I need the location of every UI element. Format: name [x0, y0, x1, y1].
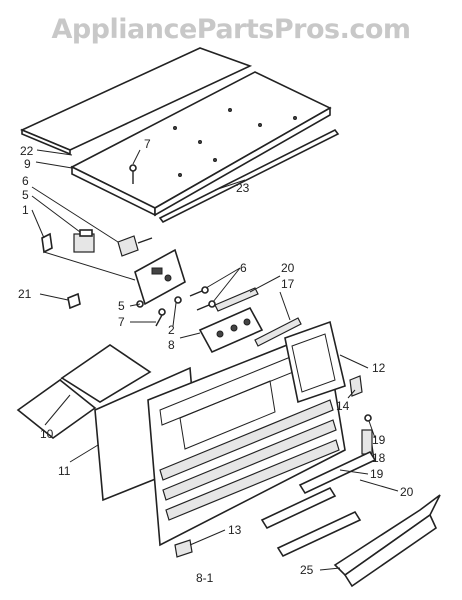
callout-22: 21 — [18, 287, 32, 301]
part-louver-tray — [333, 494, 441, 588]
callout-21: 20 — [281, 261, 295, 275]
callout-23: 22 — [20, 144, 34, 158]
part-grille-frame — [284, 320, 346, 404]
callout-1: 1 — [22, 203, 29, 217]
callout-13: 13 — [228, 523, 242, 537]
callout-4: 6 — [22, 174, 29, 188]
callout-8: 8 — [168, 338, 175, 352]
callout-7-lower: 7 — [118, 315, 125, 329]
callout-10: 10 — [40, 427, 54, 441]
part-rail-strip — [158, 128, 340, 224]
part-hinge-clip — [174, 539, 193, 558]
part-spring — [364, 414, 372, 422]
part-screw-upper — [129, 164, 137, 184]
callout-19: 19 — [370, 467, 384, 481]
part-small-bracket — [67, 292, 81, 310]
part-control-panel — [198, 306, 264, 354]
leader-lines — [31, 149, 399, 571]
callout-2: 2 — [168, 323, 175, 337]
part-trim-strip-18 — [254, 317, 302, 347]
callout-5: 5 — [118, 299, 125, 313]
part-screw-lower — [155, 296, 182, 327]
part-louver-knob — [361, 429, 373, 455]
part-rail-20 — [260, 486, 362, 558]
callout-24: 23 — [236, 181, 250, 195]
part-cabinet-cover — [70, 71, 332, 217]
callout-12: 12 — [372, 361, 386, 375]
part-filter-frame — [16, 344, 152, 440]
callout-11: 11 — [58, 464, 71, 478]
callout-20: 20 — [400, 485, 414, 499]
callout-3: 5 — [22, 188, 29, 202]
callout-18: 17 — [281, 277, 295, 291]
callout-labels: 22 9 7 23 6 5 1 21 6 5 7 2 8 20 17 12 14… — [18, 137, 414, 585]
part-screws-6 — [189, 286, 216, 311]
callout-14: 14 — [336, 399, 350, 413]
callout-17: 19 — [372, 433, 386, 447]
part-latch-clip — [349, 375, 363, 397]
callout-16: 18 — [372, 451, 386, 465]
part-control-bracket — [134, 248, 186, 306]
part-clip — [41, 232, 53, 254]
callout-6: 6 — [240, 261, 247, 275]
part-switch-box — [73, 229, 95, 253]
callout-25: 25 — [300, 563, 314, 577]
part-top-panel — [20, 47, 253, 156]
part-knob-shaft — [117, 235, 153, 257]
page-number: 8-1 — [196, 571, 214, 585]
watermark-logo: AppliancePartsPros.com — [51, 14, 411, 45]
callout-9: 9 — [24, 157, 31, 171]
part-trim-strip-21 — [214, 287, 259, 312]
part-rail-19 — [298, 450, 377, 495]
callout-7-upper: 7 — [144, 137, 151, 151]
